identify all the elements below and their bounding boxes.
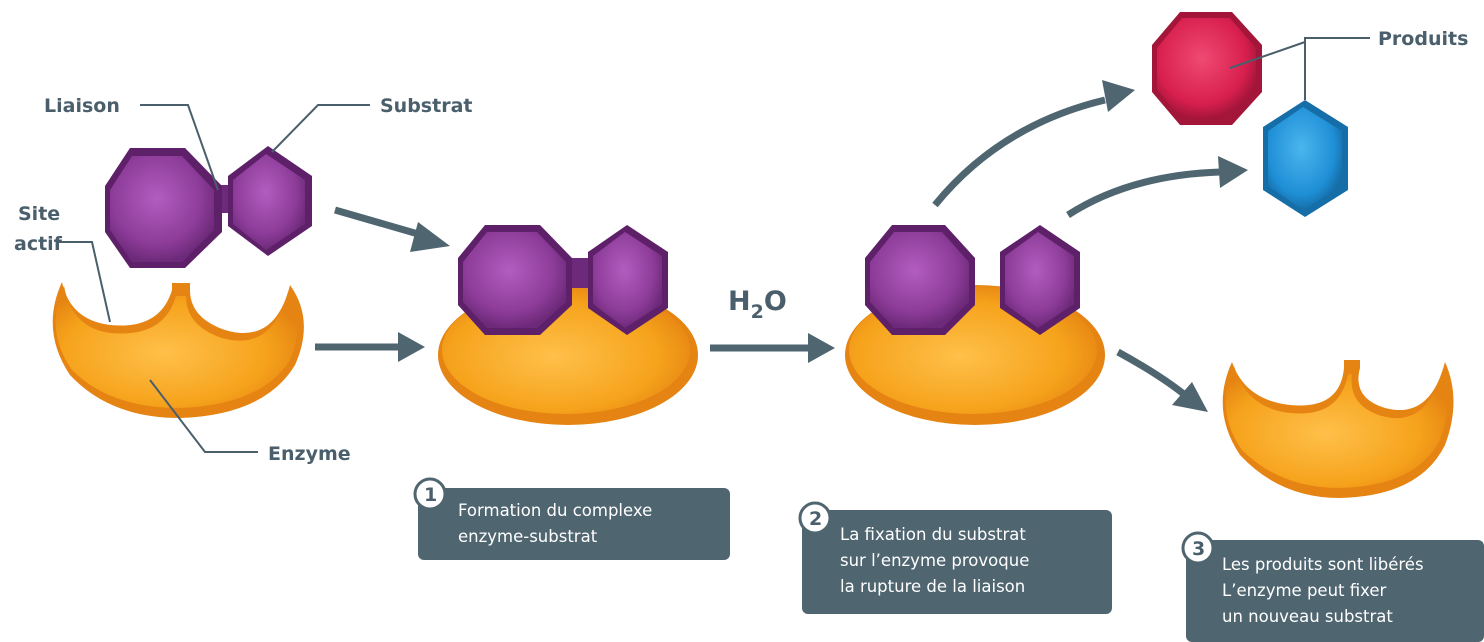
label-h2o: H2O [728,286,787,323]
step-1: 1 Formation du complexe enzyme-substrat [413,477,730,560]
label-site-actif-2: actif [14,233,63,255]
product-red [1152,12,1262,125]
arrow-substrate-to-complex [334,206,450,252]
label-liaison: Liaison [44,95,120,117]
step-3-line-1: Les produits sont libérés [1222,555,1424,574]
product-blue [1263,100,1348,217]
arrow-to-red-product [932,80,1135,208]
step-3-number: 3 [1192,538,1205,560]
step-2: 2 La fixation du substrat sur l’enzyme p… [798,501,1112,614]
label-site-actif-1: Site [18,203,60,225]
free-substrate [105,146,312,268]
label-produits: Produits [1378,28,1468,50]
label-enzyme: Enzyme [268,443,351,465]
step-2-line-2: sur l’enzyme provoque [840,551,1029,570]
step-3-line-3: un nouveau substrat [1222,607,1393,626]
step-1-line-2: enzyme-substrat [458,527,598,546]
step-3: 3 Les produits sont libérés L’enzyme peu… [1181,531,1484,642]
svg-text:H2O: H2O [728,286,787,323]
complex-substrate [458,225,668,335]
leader-site-actif [58,241,111,323]
leader-substrat [271,104,370,153]
split-substrate [865,225,1080,335]
leader-enzyme [149,379,258,453]
step-1-line-1: Formation du complexe [458,501,652,520]
leader-produits [1304,37,1370,100]
arrow-enzyme-to-complex [315,332,425,362]
released-enzyme [1222,360,1454,498]
free-enzyme [52,282,304,418]
arrow-to-released-enzyme [1116,348,1208,412]
step-2-line-3: la rupture de la liaison [840,577,1025,596]
leader-produits-red [1229,41,1306,69]
step-3-line-2: L’enzyme peut fixer [1222,581,1387,600]
step-2-number: 2 [809,508,822,530]
leader-liaison [140,104,219,191]
step-2-line-1: La fixation du substrat [840,525,1026,544]
arrow-hydrolysis [710,333,835,363]
step-1-number: 1 [424,484,437,506]
arrow-to-blue-product [1066,156,1248,218]
label-substrat: Substrat [380,95,472,117]
